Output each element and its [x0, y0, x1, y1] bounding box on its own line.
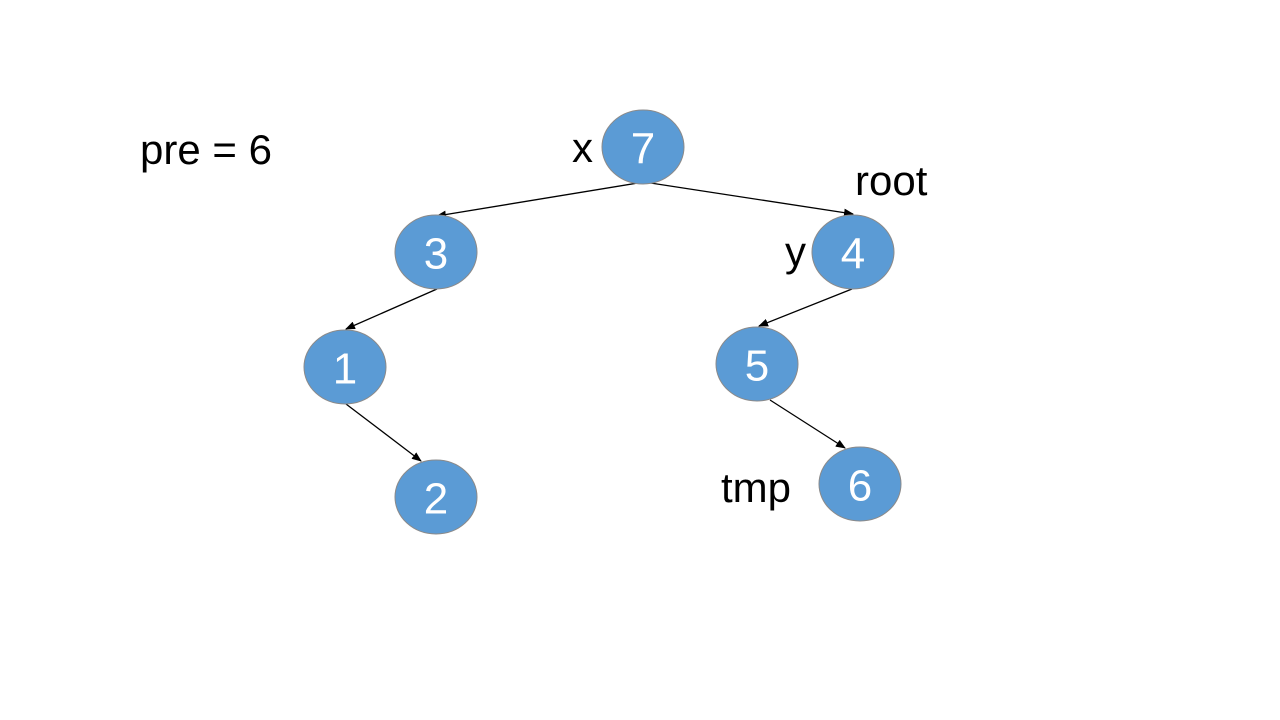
node-value: 3	[424, 230, 448, 279]
node-value: 7	[631, 125, 655, 174]
edge-n5-to-n6	[769, 399, 846, 449]
edge-n7-to-n4	[643, 181, 854, 217]
node-circle	[394, 214, 478, 290]
node-circle	[394, 459, 478, 535]
node-circle	[303, 329, 387, 405]
pointer-label-root: root	[855, 157, 928, 204]
edge-n7-to-n3	[436, 181, 645, 219]
node-value: 6	[848, 462, 872, 511]
tree-node-3: 3	[394, 214, 478, 290]
edge-n3-to-n1	[345, 288, 438, 330]
tree-node-2: 2	[394, 459, 478, 535]
edge-n4-to-n5	[758, 288, 853, 327]
node-value: 4	[841, 230, 865, 279]
node-circle	[715, 326, 799, 402]
node-value: 2	[424, 475, 448, 524]
tree-node-7: 7	[601, 109, 685, 185]
tree-nodes: 7 3 4 1 5 2 6	[303, 109, 902, 535]
tree-node-6: 6	[818, 446, 902, 522]
node-circle	[818, 446, 902, 522]
tree-node-1: 1	[303, 329, 387, 405]
tree-node-5: 5	[715, 326, 799, 402]
pointer-label-x: x	[572, 124, 593, 171]
node-circle	[811, 214, 895, 290]
node-value: 5	[745, 342, 769, 391]
pointer-label-y: y	[785, 228, 806, 275]
tree-node-4: 4	[811, 214, 895, 290]
node-circle	[601, 109, 685, 185]
node-value: 1	[333, 345, 357, 394]
tree-edges	[345, 181, 854, 462]
edge-n1-to-n2	[345, 403, 422, 462]
pre-value-label: pre = 6	[140, 126, 272, 173]
pointer-label-tmp: tmp	[721, 464, 791, 511]
